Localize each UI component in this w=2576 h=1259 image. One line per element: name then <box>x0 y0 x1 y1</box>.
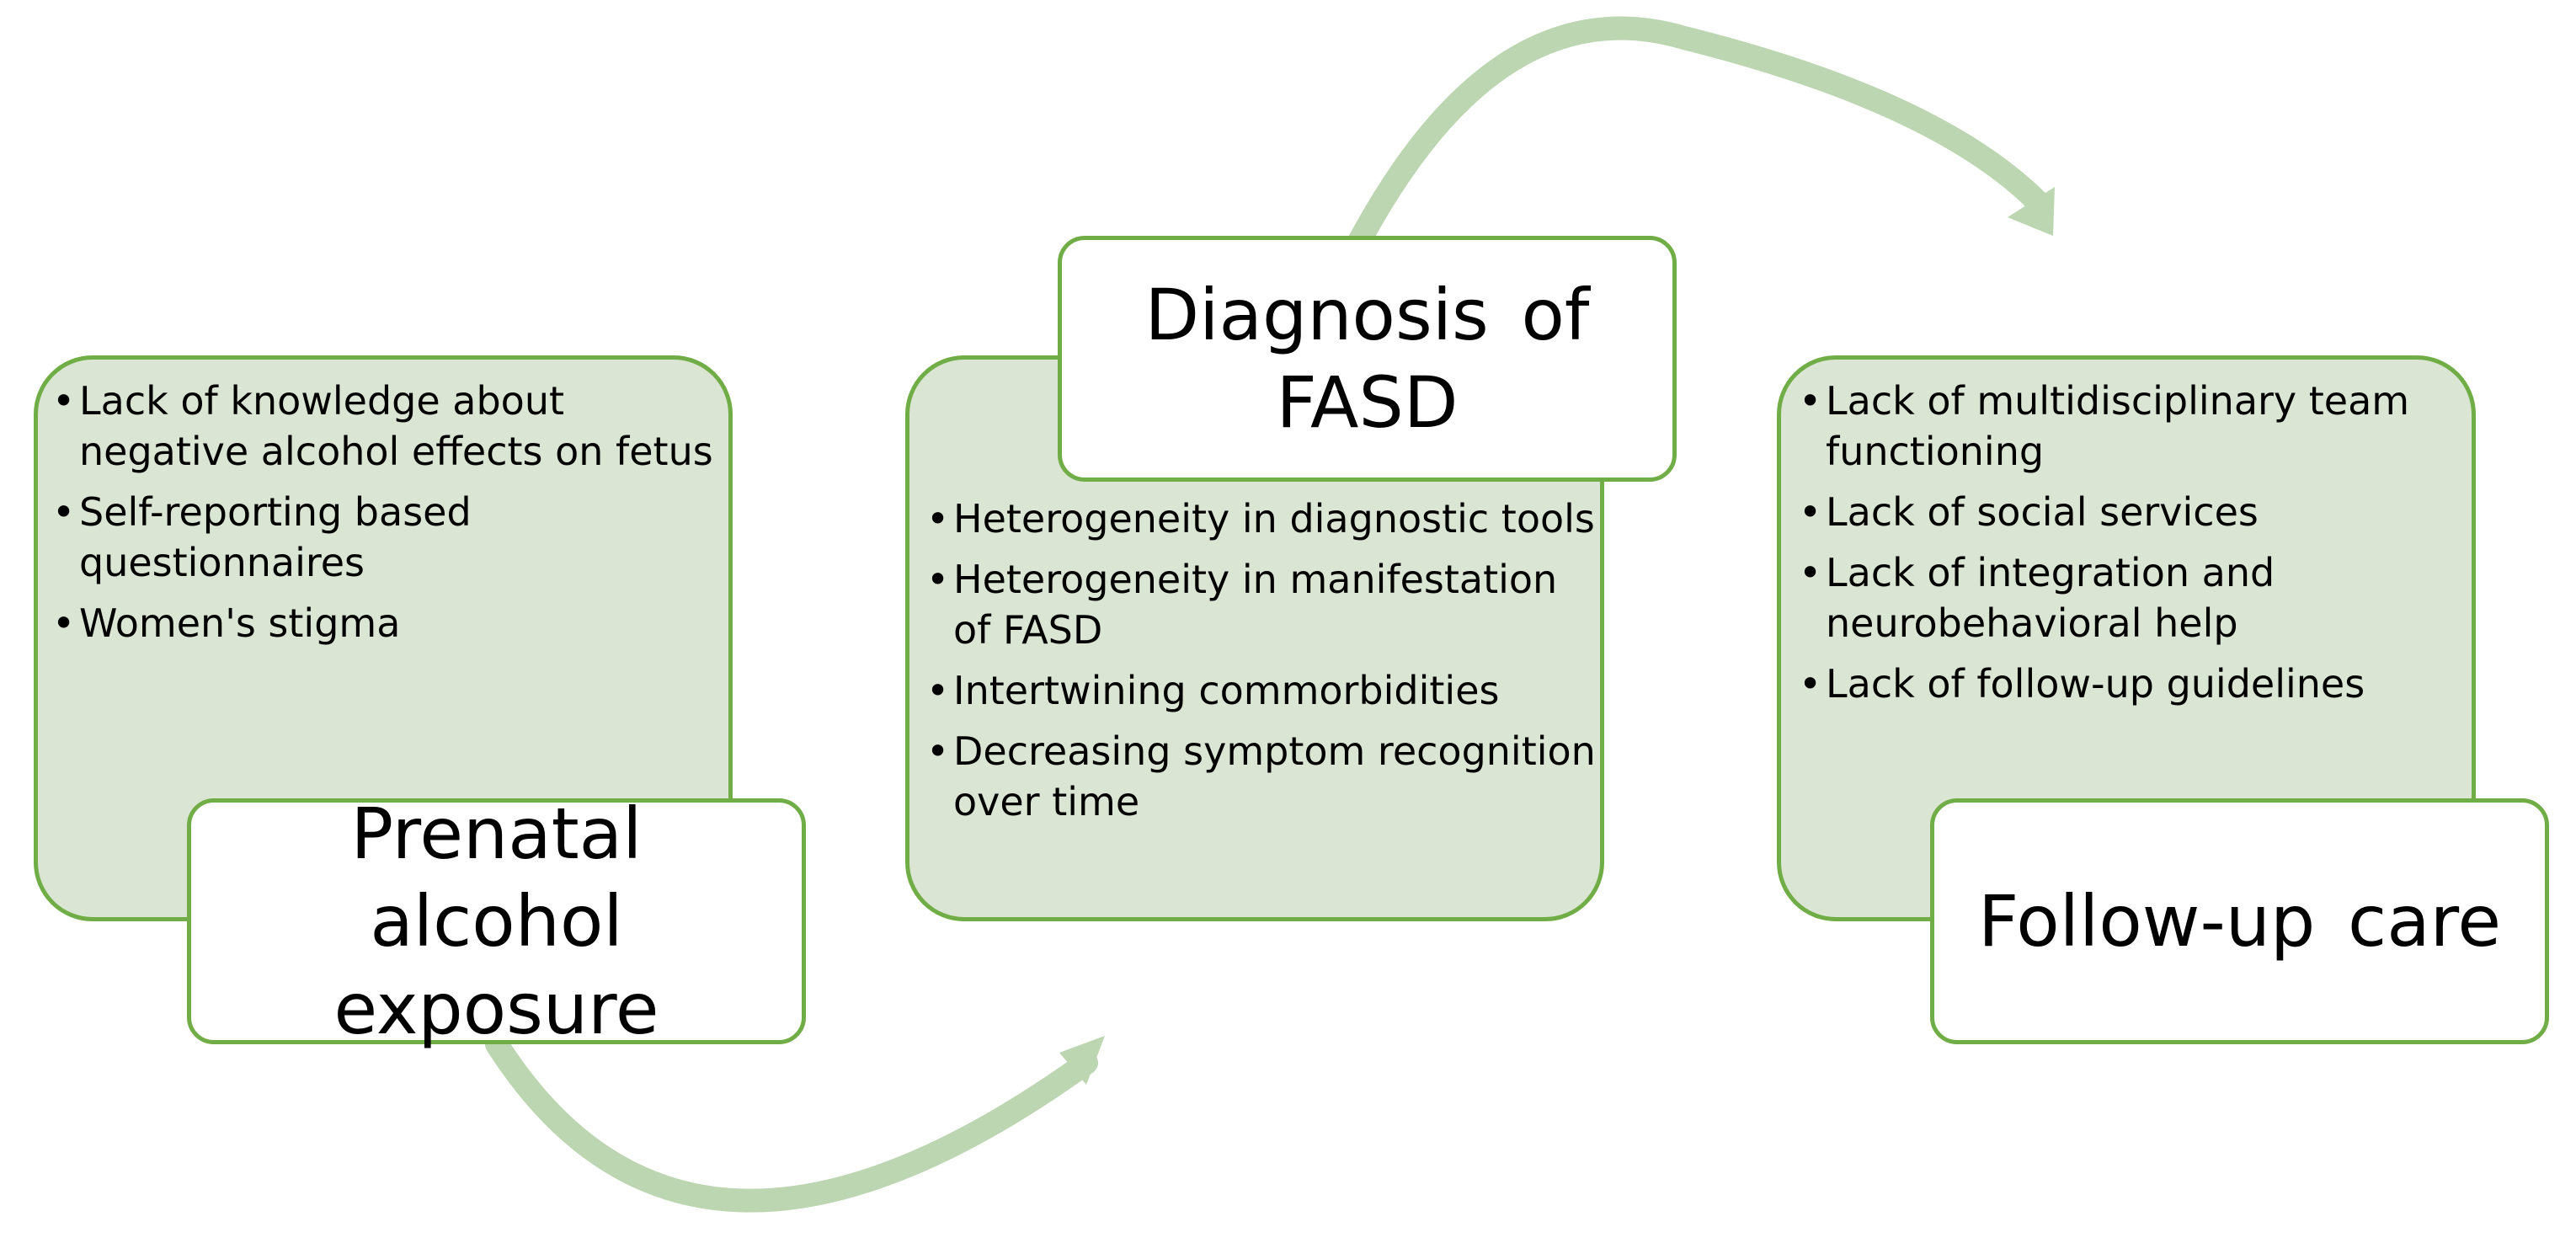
list-item: Lack of multidisciplinary team functioni… <box>1799 376 2464 477</box>
stage-title-prenatal-exposure: Prenatal alcohol exposure <box>187 792 806 1050</box>
list-item: Heterogeneity in diagnostic tools <box>926 493 1596 544</box>
diagnosis-issues: Heterogeneity in diagnostic tools Hetero… <box>926 493 1596 837</box>
list-item: Lack of integration and neurobehavioral … <box>1799 547 2464 648</box>
list-item: Lack of follow-up guidelines <box>1799 659 2464 709</box>
list-item: Women's stigma <box>52 598 717 648</box>
arrow-diagnosis-to-followup <box>1348 16 2050 252</box>
list-item: Decreasing symptom recognition over time <box>926 726 1596 827</box>
list-item: Lack of social services <box>1799 487 2464 537</box>
arrow-diagnosis-to-followup-head <box>2008 187 2055 236</box>
follow-up-issues: Lack of multidisciplinary team functioni… <box>1799 376 2464 719</box>
list-item: Intertwining commorbidities <box>926 665 1596 716</box>
stage-title-follow-up: Follow-up care <box>1930 798 2549 1044</box>
prenatal-exposure-issues: Lack of knowledge about negative alcohol… <box>52 376 717 659</box>
list-item: Lack of knowledge about negative alcohol… <box>52 376 717 477</box>
list-item: Heterogeneity in manifestation of FASD <box>926 554 1596 655</box>
list-item: Self-reporting based questionnaires <box>52 487 717 588</box>
arrow-exposure-to-diagnosis-head <box>1059 1036 1105 1085</box>
arrow-exposure-to-diagnosis <box>485 1032 1098 1213</box>
stage-title-diagnosis: Diagnosis of FASD <box>1058 236 1677 482</box>
